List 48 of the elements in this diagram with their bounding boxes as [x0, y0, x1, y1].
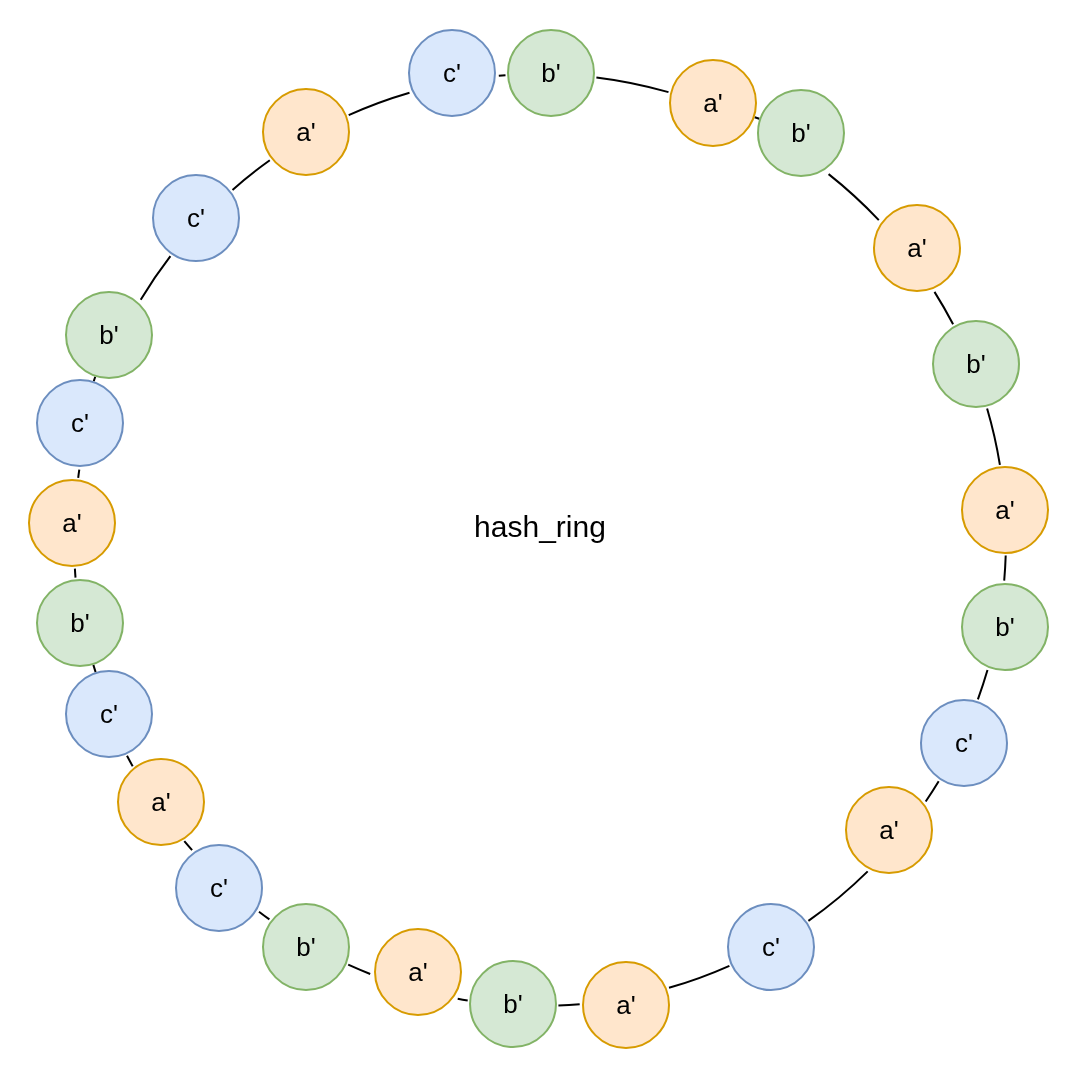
node-circle: c'	[920, 699, 1008, 787]
node-circle: b'	[36, 579, 124, 667]
ring-line	[986, 407, 1001, 466]
ring-line	[73, 567, 77, 579]
node-circle: c'	[152, 174, 240, 262]
node-circle: c'	[36, 379, 124, 467]
node-circle: a'	[374, 928, 462, 1016]
node-circle: b'	[469, 960, 557, 1048]
node-circle: b'	[932, 320, 1020, 408]
node-circle: b'	[507, 29, 595, 117]
node-circle: b'	[757, 89, 845, 177]
node-circle: c'	[408, 29, 496, 117]
ring-line	[557, 1003, 581, 1007]
ring-line	[183, 840, 194, 852]
ring-label: hash_ring	[473, 510, 607, 544]
ring-line	[827, 173, 880, 222]
ring-line	[807, 870, 869, 922]
node-circle: b'	[65, 291, 153, 379]
ring-line	[753, 116, 761, 120]
ring-line	[126, 754, 134, 768]
ring-line	[976, 669, 989, 701]
node-circle: a'	[873, 204, 961, 292]
node-circle: a'	[961, 466, 1049, 554]
node-circle: c'	[65, 670, 153, 758]
node-circle: c'	[175, 844, 263, 932]
node-circle: a'	[845, 786, 933, 874]
ring-line	[77, 468, 81, 479]
node-circle: b'	[262, 903, 350, 991]
ring-line	[668, 964, 731, 989]
ring-line	[347, 91, 411, 117]
node-circle: b'	[961, 583, 1049, 671]
ring-line	[231, 159, 271, 191]
ring-line	[347, 963, 372, 975]
ring-line	[258, 910, 271, 921]
ring-line	[933, 290, 955, 326]
ring-line	[924, 780, 940, 803]
node-circle: a'	[117, 758, 205, 846]
node-circle: c'	[727, 903, 815, 991]
ring-line	[92, 663, 97, 674]
ring-line	[139, 255, 172, 301]
ring-line	[595, 76, 670, 94]
node-circle: a'	[28, 479, 116, 567]
node-circle: a'	[669, 59, 757, 147]
node-circle: a'	[262, 88, 350, 176]
node-circle: a'	[582, 961, 670, 1049]
ring-line	[1003, 554, 1007, 582]
ring-line	[456, 997, 469, 1002]
ring-line	[497, 74, 507, 77]
